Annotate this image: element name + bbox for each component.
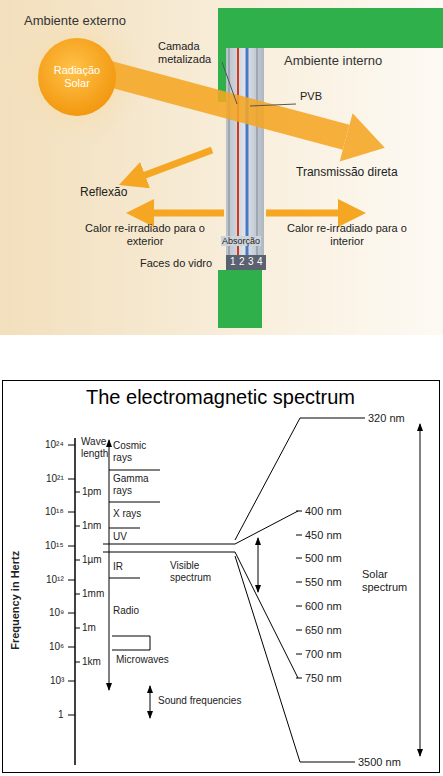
wavelength-tick: 1nm	[82, 520, 101, 532]
frequency-tick: 10²⁴	[45, 439, 64, 451]
band-label: IR	[113, 561, 123, 573]
zone-label: Ambiente externo	[24, 14, 126, 29]
band-label: Sound frequencies	[158, 695, 241, 707]
nm-label: 650 nm	[305, 624, 342, 637]
frequency-tick: 10⁶	[49, 641, 64, 653]
nm-label: 550 nm	[305, 576, 342, 589]
frequency-tick: 1	[58, 709, 64, 721]
wavelength-tick: 1m	[82, 622, 96, 634]
flow-label: Calor re-irradiado para o interior	[282, 222, 412, 247]
nm-label: 320 nm	[368, 412, 405, 425]
band-label: X rays	[113, 508, 141, 520]
flow-label: Absorção	[221, 236, 261, 246]
range-label: Solar spectrum	[362, 568, 416, 593]
nm-label: 500 nm	[305, 552, 342, 565]
wavelength-tick: 1pm	[82, 486, 101, 498]
wavelength-tick: 1km	[82, 656, 101, 668]
frequency-tick: 10²¹	[46, 473, 64, 485]
faces-label: Faces do vidro	[140, 257, 212, 270]
sun-circle: Radiação Solar	[38, 38, 116, 116]
frequency-tick: 10¹⁸	[45, 506, 64, 518]
face-number: 4	[257, 256, 263, 268]
wavelength-tick: 1mm	[82, 588, 104, 600]
frequency-tick: 10⁹	[49, 607, 64, 619]
wavelength-tick: 1µm	[82, 554, 102, 566]
zone-label: Ambiente interno	[284, 54, 382, 69]
nm-label: 600 nm	[305, 600, 342, 613]
nm-label: 400 nm	[305, 505, 342, 518]
axis-title: Frequency in Hertz	[9, 551, 22, 650]
flow-label: Reflexão	[80, 186, 127, 200]
band-label: Microwaves	[116, 654, 169, 666]
frequency-tick: 10¹²	[46, 574, 64, 586]
nm-label: 700 nm	[305, 648, 342, 661]
nm-label: 750 nm	[305, 672, 342, 685]
layer-label: Camada metalizada	[158, 40, 220, 65]
nm-label: 3500 nm	[358, 756, 401, 769]
band-label: Radio	[113, 605, 139, 617]
chart-title: The electromagnetic spectrum	[86, 386, 355, 409]
face-number: 3	[248, 256, 254, 268]
sun-label: Radiação Solar	[49, 64, 105, 89]
flow-label: Calor re-irradiado para o exterior	[80, 222, 210, 247]
flow-label: Transmissão direta	[296, 166, 398, 180]
band-label: Cosmic rays	[113, 440, 157, 463]
face-number: 1	[230, 256, 236, 268]
range-label: Visible spectrum	[170, 560, 234, 583]
axis-heading: Wave length	[81, 436, 107, 459]
face-number: 2	[239, 256, 245, 268]
nm-label: 450 nm	[305, 529, 342, 542]
layer-label: PVB	[300, 90, 322, 103]
sun-text-wrap: Radiação Solar	[49, 64, 105, 89]
band-label: UV	[113, 531, 127, 543]
frequency-tick: 10¹⁵	[45, 540, 64, 552]
frequency-tick: 10³	[50, 675, 64, 687]
band-label: Gamma rays	[113, 473, 157, 496]
